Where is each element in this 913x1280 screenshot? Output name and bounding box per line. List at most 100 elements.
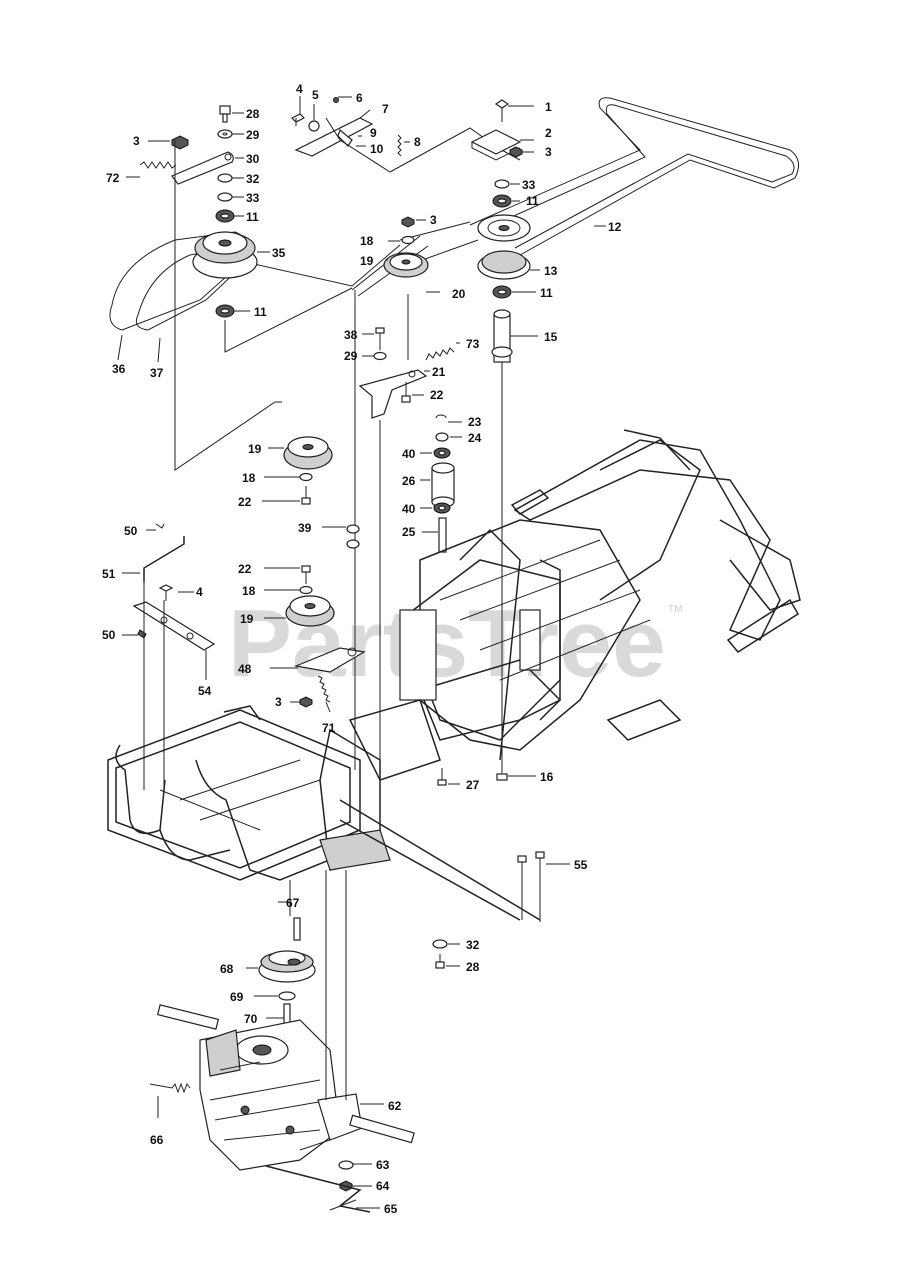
callout-6: 6 [356, 91, 363, 105]
callout-51: 51 [102, 567, 116, 581]
callout-69: 69 [230, 990, 244, 1004]
callout-16: 16 [540, 770, 554, 784]
washer-63 [338, 1160, 354, 1170]
clip-50a [155, 523, 165, 529]
bearing-11a [215, 209, 235, 223]
callout-37: 37 [150, 366, 164, 380]
leader-lines-lower-left [264, 567, 331, 713]
callout-5: 5 [312, 88, 319, 102]
callout-13: 13 [544, 264, 558, 278]
callout-25: 25 [402, 525, 416, 539]
callout-23: 23 [468, 415, 482, 429]
leader-lines-frame [448, 775, 536, 785]
callout-50: 50 [102, 628, 116, 642]
callout-8: 8 [414, 135, 421, 149]
callout-50: 50 [124, 524, 138, 538]
deck-assembly [107, 705, 541, 921]
hardware-28 [219, 105, 231, 123]
callout-22: 22 [238, 562, 252, 576]
callout-70: 70 [244, 1012, 258, 1026]
washer-18c [299, 585, 313, 595]
spring-73 [425, 347, 455, 361]
bolt-22c [301, 565, 311, 584]
bearing-11b [215, 304, 235, 318]
callout-21: 21 [432, 365, 446, 379]
bearing-11d [492, 285, 512, 299]
callout-11: 11 [254, 305, 267, 319]
callout-26: 26 [402, 474, 416, 488]
callout-33: 33 [246, 191, 260, 205]
spring-72 [139, 161, 177, 169]
washer-33a [217, 192, 233, 202]
washer-33b [494, 179, 510, 189]
spacer-26 [431, 462, 455, 508]
spring-66 [149, 1082, 191, 1094]
callout-18: 18 [242, 471, 256, 485]
nut-3c [401, 216, 415, 228]
callout-38: 38 [344, 328, 358, 342]
callout-labels: 1 2 3 3 3 3 4 4 5 6 7 8 9 10 11 11 11 11… [102, 82, 622, 1216]
callout-12: 12 [608, 220, 622, 234]
nut-3a [171, 135, 189, 150]
callout-68: 68 [220, 962, 234, 976]
pulley-35 [192, 231, 258, 279]
callout-63: 63 [376, 1158, 390, 1172]
callout-48: 48 [238, 662, 252, 676]
bolt-16 [496, 760, 508, 781]
callout-19: 19 [248, 442, 262, 456]
callout-27: 27 [466, 778, 480, 792]
callout-73: 73 [466, 337, 480, 351]
callout-3: 3 [430, 213, 437, 227]
watermark-tm: TM [668, 604, 682, 615]
nut-3b [509, 146, 523, 158]
callout-33: 33 [522, 178, 536, 192]
callout-22: 22 [238, 495, 252, 509]
clip-50b [137, 629, 147, 639]
callout-54: 54 [198, 684, 212, 698]
rod-65 [265, 1165, 371, 1213]
leader-lines-transmission-pulley [246, 880, 291, 1019]
pulley-19c [285, 595, 335, 627]
leader-lines-top-left [117, 112, 353, 471]
callout-19: 19 [360, 254, 374, 268]
plate-48 [293, 647, 366, 673]
callout-1: 1 [545, 100, 552, 114]
bolt-38 [375, 327, 385, 350]
washer-18a [401, 235, 415, 245]
bearing-40b [433, 502, 451, 514]
transmission-assembly [156, 1004, 415, 1171]
clips-39 [346, 524, 360, 549]
bolt-1 [494, 99, 510, 122]
washer-24 [435, 432, 449, 442]
spring-71 [317, 675, 331, 703]
callout-28: 28 [466, 960, 480, 974]
callout-71: 71 [322, 721, 336, 735]
callout-72: 72 [106, 171, 120, 185]
callout-3: 3 [545, 145, 552, 159]
pulley-12-13 [477, 214, 531, 280]
callout-29: 29 [246, 128, 260, 142]
bolt-4a [290, 113, 306, 126]
leader-lines-top-right [501, 105, 606, 760]
part-9-10 [325, 117, 391, 173]
callout-40: 40 [402, 502, 416, 516]
callout-19: 19 [240, 612, 254, 626]
callout-7: 7 [382, 102, 389, 116]
washer-29b [373, 351, 387, 361]
pulley-19a [383, 252, 429, 278]
callout-64: 64 [376, 1179, 390, 1193]
callout-10: 10 [370, 142, 384, 156]
washer-18b [299, 472, 313, 482]
callout-11: 11 [540, 286, 553, 300]
frame-assembly [348, 429, 801, 781]
callout-11: 11 [246, 210, 259, 224]
callout-66: 66 [150, 1133, 164, 1147]
leader-lines-spindle [420, 421, 462, 533]
callout-18: 18 [242, 584, 256, 598]
callout-32: 32 [246, 172, 260, 186]
leader-lines-left-linkage [122, 529, 207, 790]
washer-29 [217, 129, 233, 139]
washer-69 [278, 991, 296, 1001]
callout-4: 4 [296, 82, 303, 96]
washer-32b [432, 939, 448, 949]
